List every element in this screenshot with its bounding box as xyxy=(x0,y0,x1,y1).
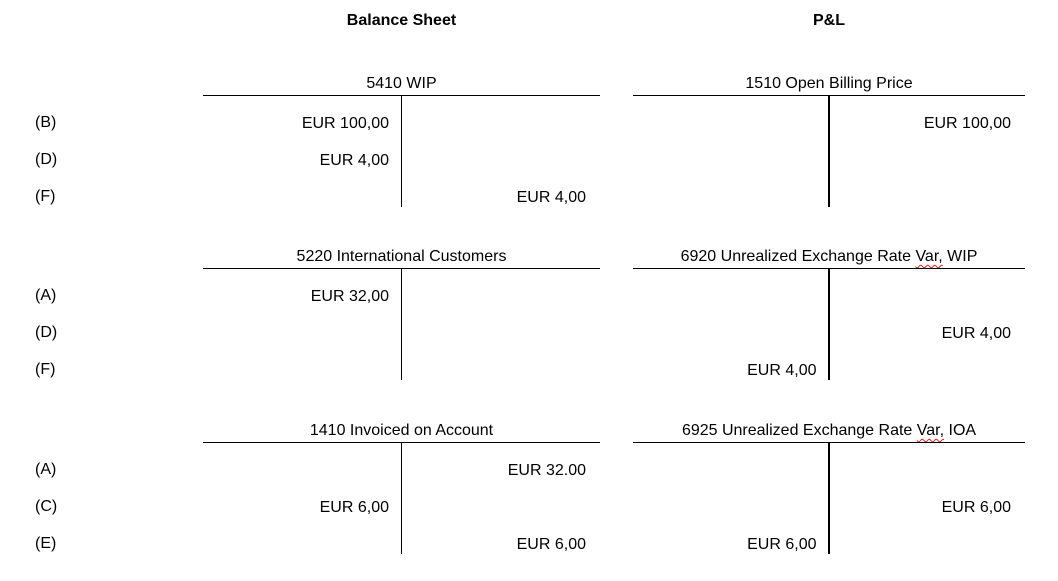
credit-amount xyxy=(828,179,1026,216)
t-account-entry-row: EUR 4,00 xyxy=(633,315,1025,352)
credit-amount: EUR 4,00 xyxy=(941,325,1011,342)
debit-amount: EUR 4,00 xyxy=(319,152,389,169)
entry-label: (D) xyxy=(35,151,58,168)
title-text: 5220 International Customers xyxy=(296,248,507,265)
entry-label: (E) xyxy=(35,535,57,552)
t-account-entry-row: EUR 4,00 xyxy=(203,142,600,179)
credit-amount xyxy=(400,105,600,142)
debit-amount xyxy=(203,352,400,389)
debit-amount xyxy=(633,452,828,489)
title-text: IOA xyxy=(944,422,977,439)
debit-amount: EUR 4,00 xyxy=(747,362,817,379)
entry-label-group: (A) (D) (F) xyxy=(35,268,105,388)
debit-amount xyxy=(203,179,400,216)
t-account-grid: EUR 32,00 xyxy=(203,268,600,389)
credit-amount xyxy=(400,352,600,389)
t-account-divider-line xyxy=(400,269,403,380)
entry-label: (F) xyxy=(35,188,56,205)
debit-amount xyxy=(633,179,828,216)
t-account-title: 1510 Open Billing Price xyxy=(633,74,1025,95)
debit-amount: EUR 100,00 xyxy=(301,115,389,132)
t-account-grid: EUR 100,00 xyxy=(633,95,1025,216)
debit-amount xyxy=(633,142,828,179)
title-text: 5410 WIP xyxy=(366,75,437,92)
column-header-pl: P&L xyxy=(813,12,845,29)
entry-label: (D) xyxy=(35,324,58,341)
credit-amount: EUR 4,00 xyxy=(516,189,586,206)
debit-amount xyxy=(203,452,400,489)
t-account-title: 5220 International Customers xyxy=(203,247,600,268)
t-account-entry-row: EUR 6,00 xyxy=(203,526,600,563)
debit-amount xyxy=(633,315,828,352)
debit-amount xyxy=(203,526,400,563)
t-account-title: 6925 Unrealized Exchange Rate Var, IOA xyxy=(633,421,1025,442)
t-account-title: 6920 Unrealized Exchange Rate Var, WIP xyxy=(633,247,1025,268)
entry-label: (C) xyxy=(35,498,58,515)
t-account-entry-row: EUR 32,00 xyxy=(203,278,600,315)
t-account-divider-line xyxy=(828,96,830,207)
credit-amount xyxy=(400,278,600,315)
t-account-divider-line xyxy=(400,96,403,207)
column-header-balance-sheet: Balance Sheet xyxy=(346,12,457,29)
credit-amount: EUR 6,00 xyxy=(941,499,1011,516)
debit-amount xyxy=(633,489,828,526)
debit-amount xyxy=(203,315,400,352)
t-account-divider-line xyxy=(400,443,403,554)
credit-amount: EUR 32.00 xyxy=(507,462,586,479)
debit-amount xyxy=(633,278,828,315)
t-account-entry-row: EUR 100,00 xyxy=(203,105,600,142)
credit-amount xyxy=(828,452,1026,489)
title-text: 1410 Invoiced on Account xyxy=(309,422,494,439)
entry-label-group: (B) (D) (F) xyxy=(35,95,105,215)
entry-label-group: (A) (C) (E) xyxy=(35,442,105,562)
entry-label: (F) xyxy=(35,361,56,378)
t-account-divider-line xyxy=(828,269,830,380)
entry-label: (A) xyxy=(35,461,57,478)
t-account-entry-row: EUR 6,00 xyxy=(203,489,600,526)
debit-amount: EUR 32,00 xyxy=(310,288,389,305)
credit-amount xyxy=(400,489,600,526)
credit-amount: EUR 100,00 xyxy=(923,115,1011,132)
credit-amount xyxy=(400,142,600,179)
title-text: 6920 Unrealized Exchange Rate xyxy=(680,248,916,265)
t-account-entry-row: EUR 6,00 xyxy=(633,489,1025,526)
t-account-entry-row: EUR 100,00 xyxy=(633,105,1025,142)
title-text: 6925 Unrealized Exchange Rate xyxy=(681,422,917,439)
t-account-title: 1410 Invoiced on Account xyxy=(203,421,600,442)
entry-label: (A) xyxy=(35,287,57,304)
debit-amount: EUR 6,00 xyxy=(747,536,817,553)
t-account-divider-line xyxy=(828,443,830,554)
credit-amount: EUR 6,00 xyxy=(516,536,586,553)
credit-amount xyxy=(828,142,1026,179)
t-account-title: 5410 WIP xyxy=(203,74,600,95)
debit-amount: EUR 6,00 xyxy=(319,499,389,516)
t-account-entry-row: EUR 4,00 xyxy=(203,179,600,216)
t-account-entry-row: EUR 6,00 xyxy=(633,526,1025,563)
credit-amount xyxy=(828,278,1026,315)
entry-label: (B) xyxy=(35,114,57,131)
credit-amount xyxy=(828,352,1026,389)
credit-amount xyxy=(828,526,1026,563)
spellcheck-underlined-word: Var, xyxy=(915,248,943,265)
t-account-entry-row: EUR 32.00 xyxy=(203,452,600,489)
t-account-entry-row: EUR 4,00 xyxy=(633,352,1025,389)
spellcheck-underlined-word: Var, xyxy=(916,422,945,439)
debit-amount xyxy=(633,105,828,142)
title-text: 1510 Open Billing Price xyxy=(745,75,913,92)
title-text: WIP xyxy=(942,248,978,265)
credit-amount xyxy=(400,315,600,352)
